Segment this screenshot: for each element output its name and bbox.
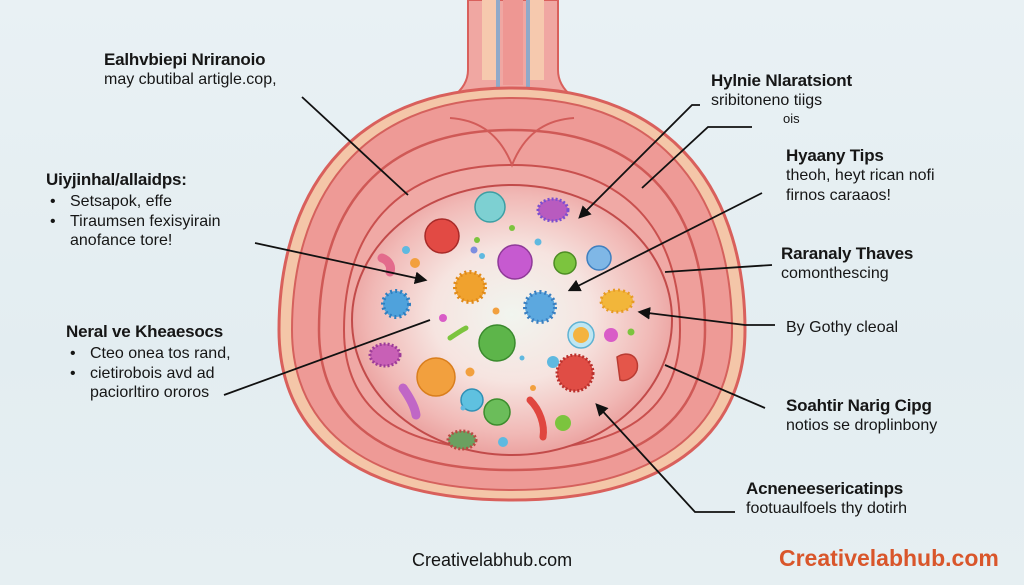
label-text: By Gothy cleoal — [786, 319, 899, 336]
microbe-yellow-virus — [599, 288, 635, 314]
label-top-right: Hylnie Nlaratsiont sribitoneno tiigs ois — [711, 71, 852, 126]
label-title: Hyaany Tips — [786, 146, 884, 165]
leader-lower-left — [223, 319, 431, 396]
label-title: Raranaly Thaves — [781, 244, 914, 263]
microbe-green-oval-bacterium — [446, 429, 478, 451]
label-title: Ealhvbiepi Nriranoio — [104, 50, 266, 69]
microbe-blue-virus — [523, 290, 557, 324]
label-lower-left: Neral ve Kheaesocs Cteo onea tos rand, c… — [66, 322, 231, 402]
label-text: sribitoneno tiigs — [711, 92, 823, 110]
label-right-5: Acneneesericatinps footuaulfoels thy dot… — [746, 479, 907, 519]
label-text: footuaulfoels thy dotirh — [746, 500, 907, 518]
bullet-list: Setsapok, effe Tiraumsen fexisyirain ano… — [46, 192, 221, 250]
leader-right-1 — [567, 192, 763, 292]
leader-mid-left — [254, 242, 428, 285]
microbe-red-spiky-cell — [555, 353, 595, 393]
microbe-red-rod — [526, 396, 547, 441]
label-text: firnos caraaos! — [786, 186, 891, 204]
leader-right-3 — [637, 306, 775, 326]
microbe-pink-spiky-bacterium — [368, 342, 402, 368]
bullet-continuation: anofance tore! — [70, 231, 173, 249]
label-right-2: Raranaly Thaves comonthescing — [781, 244, 913, 284]
microbe-purple-rod — [398, 383, 421, 420]
bullet-item: Setsapok, effe — [46, 192, 221, 211]
microbe-green-sphere — [553, 251, 577, 275]
leader-top-left — [301, 96, 409, 196]
label-title: Acneneesericatinps — [746, 479, 904, 498]
watermark-text: Creativelabhub.com — [412, 550, 573, 570]
leader-top-right-1 — [578, 104, 700, 219]
label-title: Hylnie Nlaratsiont — [711, 71, 852, 90]
small-particles — [377, 225, 635, 447]
microbe-orange-cell — [416, 357, 456, 397]
microbe-magenta-sphere — [497, 244, 533, 280]
microbe-orange-virus — [453, 270, 487, 304]
bullet-item: Tiraumsen fexisyirain — [46, 212, 221, 231]
label-text: may cbutibal artigle.cop, — [104, 71, 277, 89]
label-right-4: Soahtir Narig Cipg notios se droplinbony — [786, 396, 937, 436]
microbe-yolk — [573, 327, 589, 343]
microbes-group — [368, 191, 639, 451]
bullet-item: Cteo onea tos rand, — [66, 344, 231, 363]
microbe-teal-cell — [474, 191, 506, 223]
microbe-green-cell — [478, 324, 516, 362]
microbe-red-half-cell — [616, 353, 639, 382]
label-text: theoh, heyt rican nofi — [786, 167, 935, 185]
label-text: comonthescing — [781, 265, 889, 283]
bullet-continuation: paciorltiro ororos — [90, 383, 210, 401]
label-top-left: Ealhvbiepi Nriranoio may cbutibal artigl… — [104, 50, 277, 90]
label-text: notios se droplinbony — [786, 417, 938, 435]
microbe-green-bubble-cell — [483, 398, 511, 426]
leader-right-2 — [664, 264, 773, 273]
label-extra: ois — [783, 110, 800, 126]
label-right-1: Hyaany Tips theoh, heyt rican nofi firno… — [786, 146, 935, 205]
microbe-purple-spiky-bacterium — [536, 197, 570, 223]
leader-right-4 — [664, 364, 766, 409]
leader-lines — [223, 96, 775, 513]
microbe-red-cell — [424, 218, 460, 254]
microbe-blue-cell — [586, 245, 612, 271]
label-title: Neral ve Kheaesocs — [66, 322, 224, 341]
label-title: Uiyjinhal/allaidps: — [46, 170, 187, 189]
label-mid-left: Uiyjinhal/allaidps: Setsapok, effe Tirau… — [46, 170, 221, 250]
microbe-left-blue-virus — [381, 289, 411, 319]
bullet-list: Cteo onea tos rand, cietirobois avd ad p… — [66, 344, 231, 402]
microbe-blue-bubble — [460, 388, 484, 412]
label-title: Soahtir Narig Cipg — [786, 396, 932, 415]
brand-logo-text[interactable]: Creativelabhub.com — [779, 545, 999, 571]
bullet-item: cietirobois avd ad — [66, 364, 231, 383]
leader-top-right-2 — [641, 126, 752, 189]
label-right-3: By Gothy cleoal — [786, 318, 898, 337]
leader-right-5 — [595, 403, 735, 513]
